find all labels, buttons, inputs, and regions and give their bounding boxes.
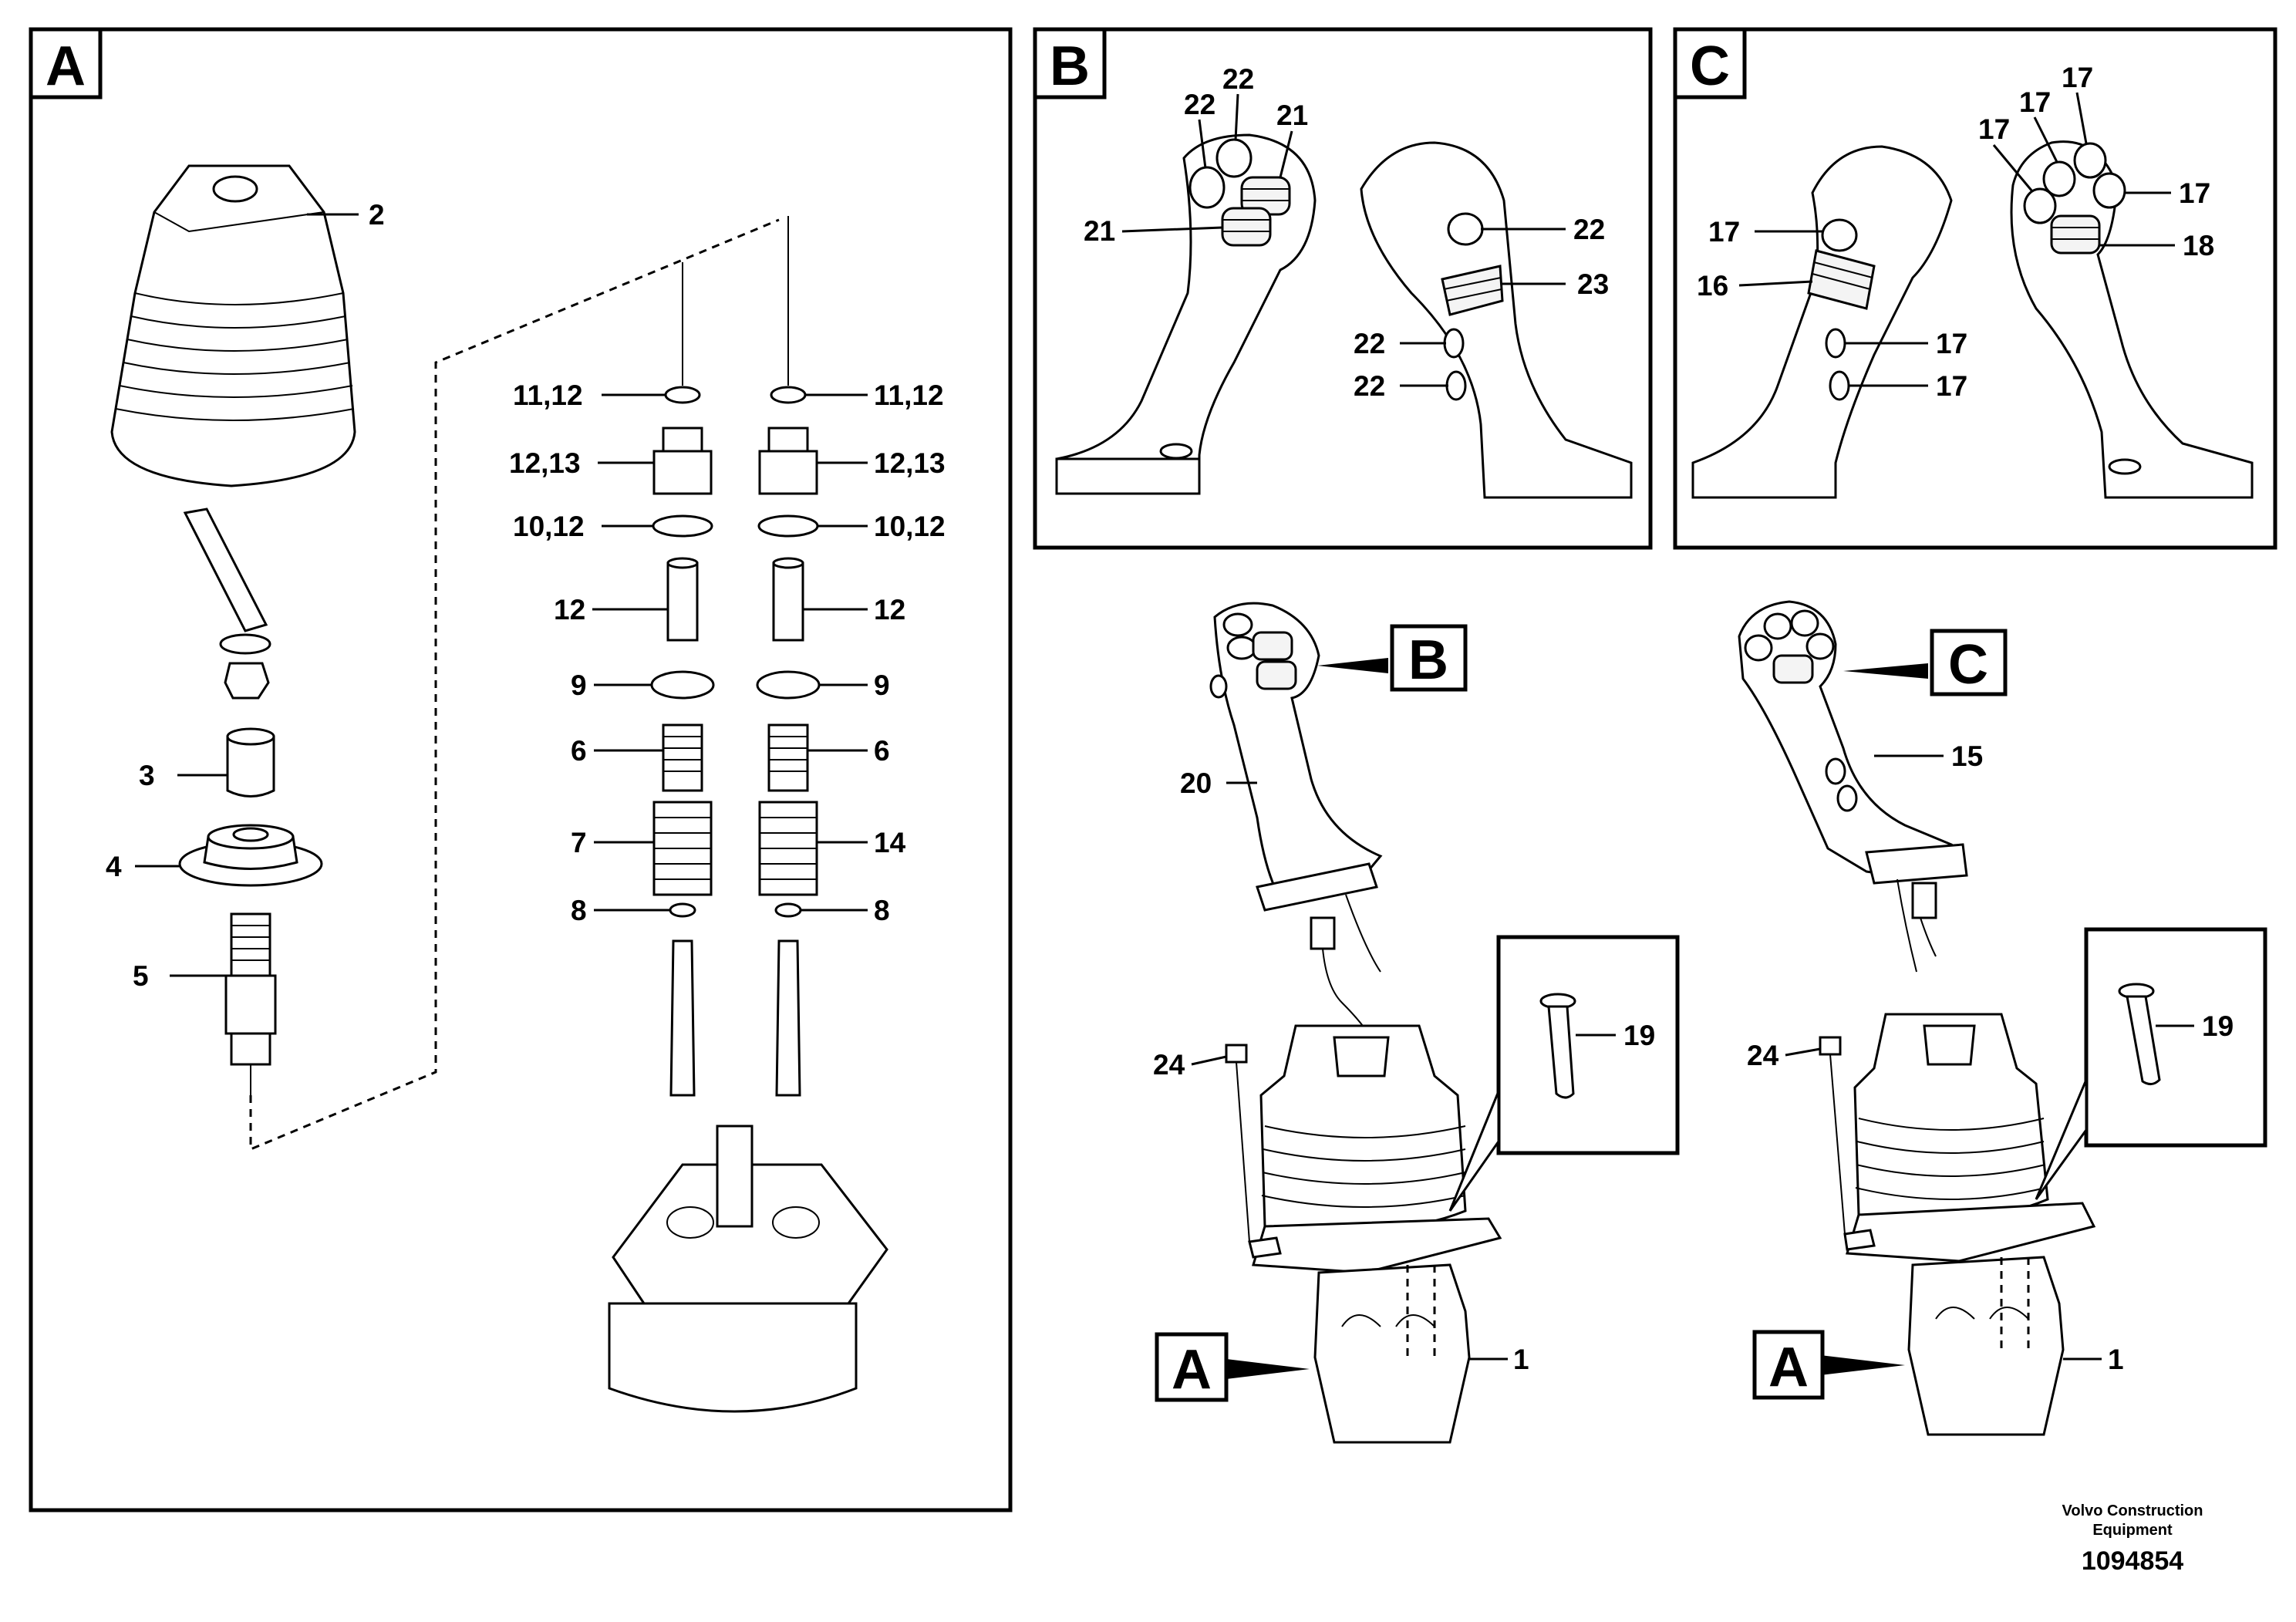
ref-a-right-base-tag: A <box>1768 1337 1809 1398</box>
callout-c-17g: 17 <box>1936 370 1967 402</box>
right-bolt-24 <box>1819 1036 1876 1251</box>
panel-c-tag: C <box>1690 35 1730 97</box>
callout-l-11-12: 11,12 <box>513 379 583 411</box>
panel-c-left-grip <box>1691 145 1953 499</box>
panel-c-callouts: 17 17 17 17 18 17 16 17 17 <box>1697 62 2214 402</box>
left-base <box>1313 1263 1471 1444</box>
callout-r-6: 6 <box>874 735 890 767</box>
callout-l-10-12: 10,12 <box>513 511 585 542</box>
footer-brand: Volvo Construction Equipment 1094854 <box>2062 1502 2203 1576</box>
callout-c-16: 16 <box>1697 270 1728 302</box>
panel-b-tag: B <box>1050 35 1090 97</box>
callout-24-right: 24 <box>1747 1040 1779 1071</box>
callout-c-17f: 17 <box>1936 328 1967 359</box>
universal-joint-part <box>224 912 277 1095</box>
ref-b-grip-tag: B <box>1408 629 1448 691</box>
ref-a-left-base-tag: A <box>1172 1339 1212 1401</box>
callout-5: 5 <box>133 960 149 992</box>
callout-20: 20 <box>1180 767 1212 799</box>
company-name-line2: Equipment <box>2092 1522 2173 1539</box>
callout-l-8: 8 <box>571 895 587 926</box>
callout-l-6: 6 <box>571 735 587 767</box>
callout-c-18: 18 <box>2183 230 2214 261</box>
company-name-line1: Volvo Construction <box>2062 1502 2203 1519</box>
panel-a-callouts: 2 3 4 5 11,12 11,12 12,13 12,13 10,12 10… <box>106 199 946 992</box>
ref-c-grip-tag: C <box>1948 634 1988 696</box>
right-joystick-assembly: C A 15 19 24 1 <box>1738 600 2267 1436</box>
panel-a: A <box>29 27 1013 1512</box>
callout-r-9: 9 <box>874 669 890 701</box>
callout-2: 2 <box>369 199 385 231</box>
callout-24-left: 24 <box>1153 1049 1185 1081</box>
right-pin-19 <box>2118 983 2161 1085</box>
drawing-number: 1094854 <box>2082 1546 2183 1576</box>
callout-4: 4 <box>106 851 122 882</box>
panel-c: C 17 17 17 17 <box>1673 27 2277 550</box>
callout-c-17d: 17 <box>2179 177 2210 209</box>
left-joystick-assembly: B A 20 19 24 1 <box>1153 602 1680 1444</box>
callout-r-12: 12 <box>874 594 905 626</box>
panel-a-tag: A <box>46 35 86 97</box>
callout-b-22d: 22 <box>1354 328 1385 359</box>
callout-b-21b: 21 <box>1084 215 1115 247</box>
panel-b: B 22 22 21 21 <box>1033 27 1653 550</box>
left-grip <box>1209 602 1383 1042</box>
left-pin-19 <box>1539 993 1576 1099</box>
callout-c-17a: 17 <box>2062 62 2093 93</box>
callout-b-22b: 22 <box>1184 89 1215 120</box>
callout-b-21a: 21 <box>1276 99 1308 131</box>
panel-b-right-grip <box>1360 141 1633 499</box>
callout-r-10-12: 10,12 <box>874 511 946 542</box>
callout-19-left: 19 <box>1623 1020 1655 1051</box>
left-valve-stack <box>650 262 715 1097</box>
coupler-part <box>226 727 275 798</box>
callout-r-8: 8 <box>874 895 890 926</box>
callout-l-12-13: 12,13 <box>509 447 581 479</box>
panel-b-left-grip <box>1055 133 1317 495</box>
callout-c-17b: 17 <box>2019 86 2051 118</box>
right-grip <box>1738 600 1968 973</box>
left-boot <box>1252 1024 1502 1274</box>
callout-15: 15 <box>1951 740 1983 772</box>
left-bolt-24 <box>1225 1044 1282 1259</box>
callout-l-7: 7 <box>571 827 587 858</box>
panel-c-right-grip <box>2010 140 2254 499</box>
valve-base-housing <box>608 1125 888 1413</box>
callout-3: 3 <box>139 760 155 791</box>
shaft-part <box>183 508 271 700</box>
callout-1-left: 1 <box>1513 1344 1529 1375</box>
callout-b-22e: 22 <box>1354 370 1385 402</box>
right-pin-callout-box <box>2084 927 2267 1148</box>
right-valve-stack <box>756 216 821 1097</box>
plate-part <box>178 824 323 887</box>
callout-b-22a: 22 <box>1222 63 1254 95</box>
callout-b-22c: 22 <box>1573 214 1605 245</box>
callout-l-9: 9 <box>571 669 587 701</box>
callout-b-23: 23 <box>1577 268 1609 300</box>
callout-r-12-13: 12,13 <box>874 447 946 479</box>
callout-c-17c: 17 <box>1978 113 2010 145</box>
callout-r-11-12: 11,12 <box>874 379 944 411</box>
callout-1-right: 1 <box>2108 1344 2124 1375</box>
callout-c-17e: 17 <box>1708 216 1740 248</box>
callout-19-right: 19 <box>2202 1010 2234 1042</box>
callout-r-14: 14 <box>874 827 906 858</box>
callout-l-12: 12 <box>554 594 585 626</box>
right-base <box>1907 1256 2065 1436</box>
right-boot <box>1846 1013 2096 1263</box>
left-pin-callout-box <box>1496 935 1680 1155</box>
panel-b-callouts: 22 22 21 21 22 23 22 22 <box>1084 63 1609 402</box>
rubber-boot-part <box>110 164 356 487</box>
